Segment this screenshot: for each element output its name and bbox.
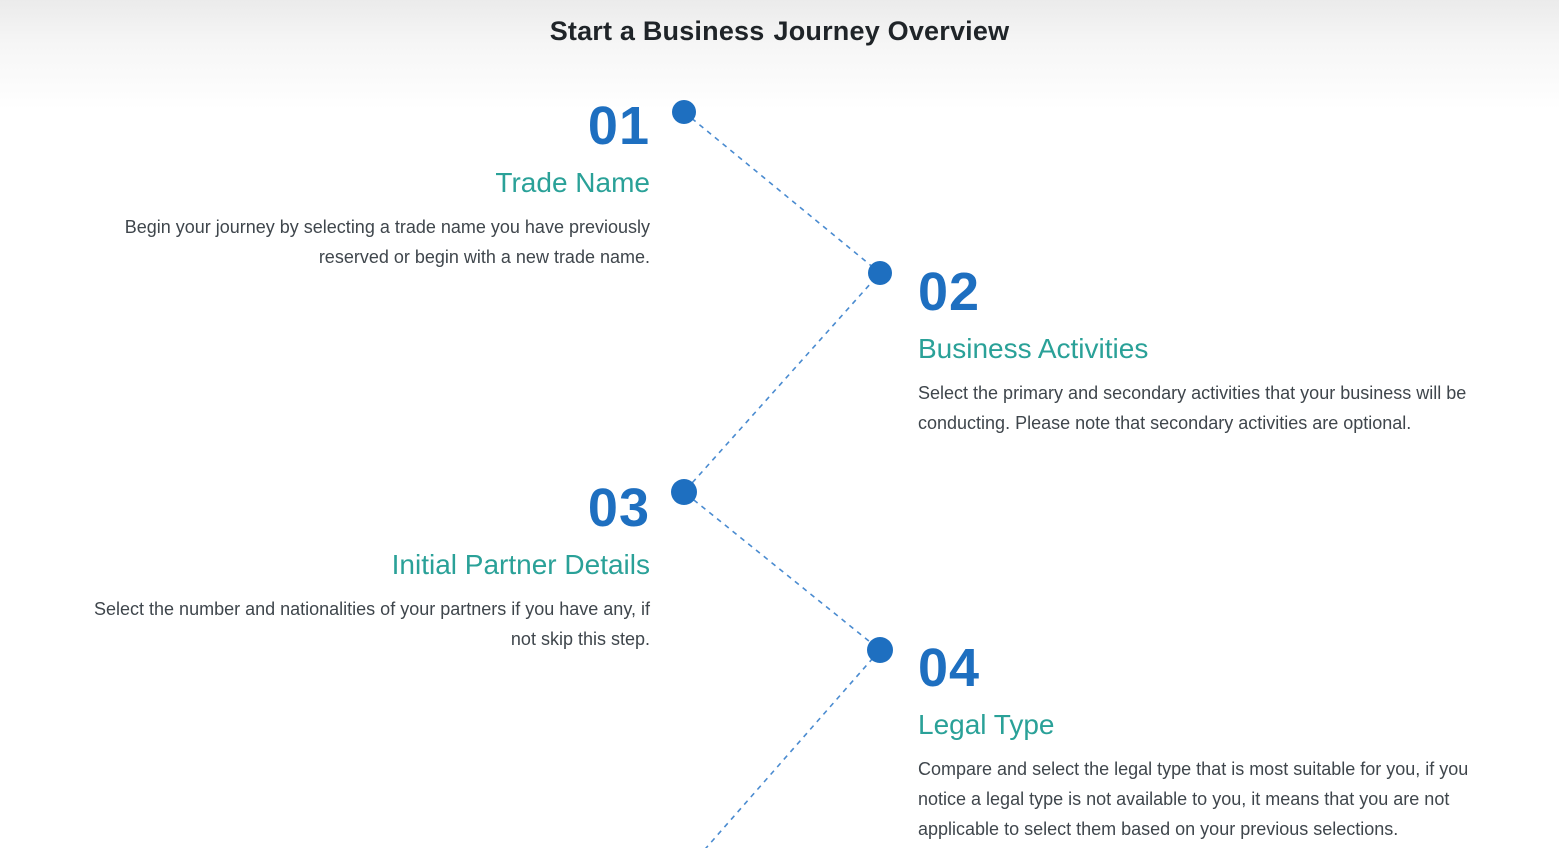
journey-step-business-activities: 02 Business Activities Select the primar… bbox=[918, 262, 1498, 438]
step-number: 04 bbox=[918, 638, 981, 698]
step-2-dot bbox=[868, 261, 892, 285]
step-description: Select the number and nationalities of y… bbox=[94, 599, 650, 649]
step-title: Trade Name bbox=[495, 167, 650, 198]
journey-step-initial-partner-details: 03 Initial Partner Details Select the nu… bbox=[70, 478, 650, 654]
journey-step-legal-type: 04 Legal Type Compare and select the leg… bbox=[918, 638, 1498, 844]
journey-dashed-path bbox=[682, 111, 882, 848]
step-3-dot bbox=[671, 479, 697, 505]
step-number: 01 bbox=[587, 96, 650, 156]
step-1-dot bbox=[672, 100, 696, 124]
page-title-regular: Start a Business bbox=[549, 16, 765, 46]
step-description: Compare and select the legal type that i… bbox=[918, 759, 1469, 839]
step-description: Select the primary and secondary activit… bbox=[918, 383, 1467, 433]
journey-step-trade-name: 01 Trade Name Begin your journey by sele… bbox=[70, 96, 650, 272]
step-title: Business Activities bbox=[918, 333, 1149, 364]
page-title: Start a Business Journey Overview bbox=[0, 16, 1559, 47]
step-number: 03 bbox=[587, 478, 650, 538]
step-number: 02 bbox=[918, 262, 981, 322]
step-4-dot bbox=[867, 637, 893, 663]
step-title: Legal Type bbox=[918, 709, 1055, 740]
page-title-bold: Journey Overview bbox=[773, 16, 1010, 46]
step-title: Initial Partner Details bbox=[391, 549, 650, 580]
step-description: Begin your journey by selecting a trade … bbox=[124, 217, 650, 267]
